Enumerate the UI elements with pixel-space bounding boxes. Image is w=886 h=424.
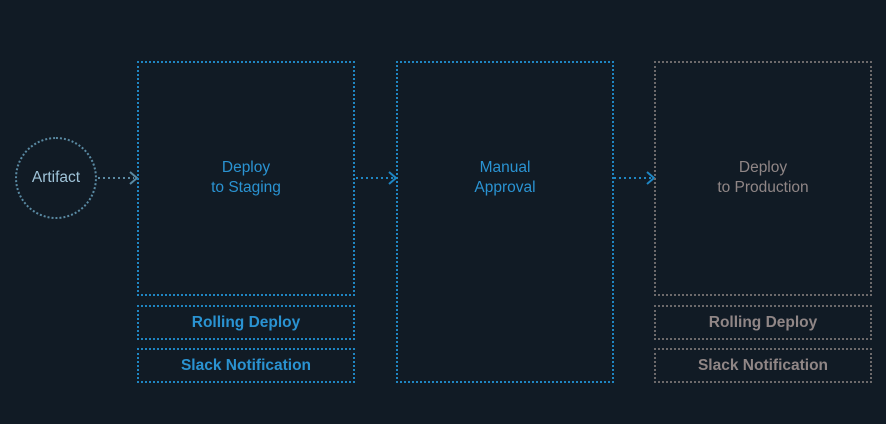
stage-title: Manual Approval: [398, 158, 612, 198]
production-step-rolling-deploy[interactable]: Rolling Deploy: [654, 305, 872, 340]
staging-step-slack-notification[interactable]: Slack Notification: [137, 348, 355, 383]
stage-title-line1: Manual: [479, 159, 531, 176]
step-label: Rolling Deploy: [191, 313, 301, 331]
stage-deploy-staging[interactable]: Deploy to Staging: [137, 61, 355, 296]
stage-deploy-production[interactable]: Deploy to Production: [654, 61, 872, 296]
stage-title: Deploy to Production: [656, 158, 870, 198]
artifact-node[interactable]: Artifact: [15, 137, 97, 219]
stage-manual-approval[interactable]: Manual Approval: [396, 61, 614, 383]
step-label: Rolling Deploy: [708, 313, 818, 331]
staging-step-rolling-deploy[interactable]: Rolling Deploy: [137, 305, 355, 340]
stage-title-line1: Deploy: [738, 159, 788, 176]
production-step-slack-notification[interactable]: Slack Notification: [654, 348, 872, 383]
stage-title-line1: Deploy: [221, 159, 271, 176]
step-label: Slack Notification: [697, 356, 829, 374]
stage-title-line2: to Staging: [211, 179, 281, 196]
stage-title: Deploy to Staging: [139, 158, 353, 198]
stage-title-line2: Approval: [474, 179, 536, 196]
stage-title-line2: to Production: [717, 179, 809, 196]
artifact-label: Artifact: [31, 169, 81, 186]
step-label: Slack Notification: [180, 356, 312, 374]
